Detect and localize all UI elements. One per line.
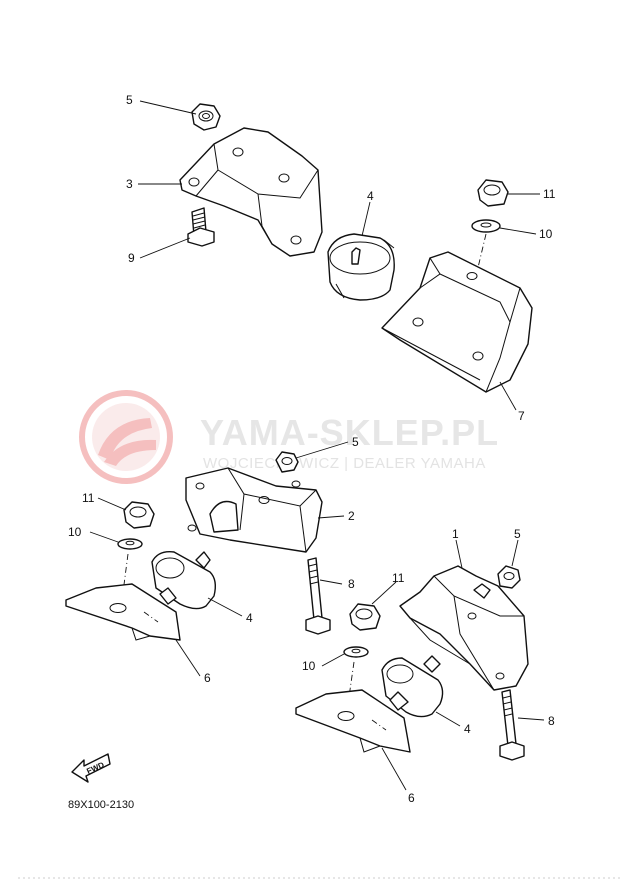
plate-part-6-left	[65, 583, 181, 641]
callout-11-right: 11	[392, 571, 405, 585]
bolt-part-8-right	[499, 689, 525, 761]
callout-10-right: 10	[302, 659, 316, 673]
fwd-arrow-icon: FWD	[71, 753, 111, 783]
callout-10-left: 10	[68, 525, 82, 539]
nut-part-5-right	[497, 565, 521, 589]
leader-lines	[89, 100, 545, 791]
callout-5-right: 5	[514, 527, 521, 541]
callout-6-right: 6	[408, 791, 415, 805]
rubber-mount-part-4-top	[327, 233, 395, 301]
watermark-brand: YAMA-SKLEP.PL	[200, 412, 499, 453]
nut-part-5-top	[191, 103, 221, 131]
rubber-mount-part-4-right	[381, 655, 444, 718]
callout-7: 7	[518, 409, 525, 423]
callout-6-left: 6	[204, 671, 211, 685]
callout-labels: 5 3 9 4 11 10 7 5 2 11 10 4 6 8 1 5 11 1…	[68, 93, 556, 805]
bracket-part-7	[381, 251, 533, 393]
callout-1: 1	[452, 527, 459, 541]
bolt-part-8-middle	[305, 557, 331, 635]
callout-4-right: 4	[464, 722, 471, 736]
fwd-label: FWD	[85, 760, 106, 776]
watermark-logo	[79, 390, 173, 484]
rubber-mount-part-4-left	[151, 551, 217, 610]
bracket-part-3	[179, 127, 323, 257]
callout-11-top: 11	[543, 187, 556, 201]
washer-part-10-right	[343, 646, 369, 658]
washer-part-10-top	[471, 219, 501, 233]
plate-part-6-right	[295, 689, 411, 753]
bracket-part-1	[399, 565, 529, 691]
callout-9: 9	[128, 251, 135, 265]
watermark: YAMA-SKLEP.PL WOJCIECHOWICZ | DEALER YAM…	[79, 390, 499, 484]
callout-5-top: 5	[126, 93, 133, 107]
callout-11-left: 11	[82, 491, 95, 505]
callout-5-middle: 5	[352, 435, 359, 449]
callout-3: 3	[126, 177, 133, 191]
diagram-code: 89X100-2130	[68, 799, 134, 811]
nut-part-11-top	[477, 179, 509, 207]
nut-part-11-right	[349, 603, 381, 631]
watermark-tagline: WOJCIECHOWICZ | DEALER YAMAHA	[203, 455, 486, 472]
callout-4-top: 4	[367, 189, 374, 203]
nut-part-5-middle	[275, 451, 299, 473]
callout-2: 2	[348, 509, 355, 523]
callout-4-left: 4	[246, 611, 253, 625]
callout-10-top: 10	[539, 227, 553, 241]
callout-8-right: 8	[548, 714, 555, 728]
callout-8-middle: 8	[348, 577, 355, 591]
bolt-part-9	[187, 207, 215, 247]
washer-part-10-left	[117, 538, 143, 550]
bracket-part-2	[185, 467, 323, 553]
nut-part-11-left	[123, 501, 155, 529]
